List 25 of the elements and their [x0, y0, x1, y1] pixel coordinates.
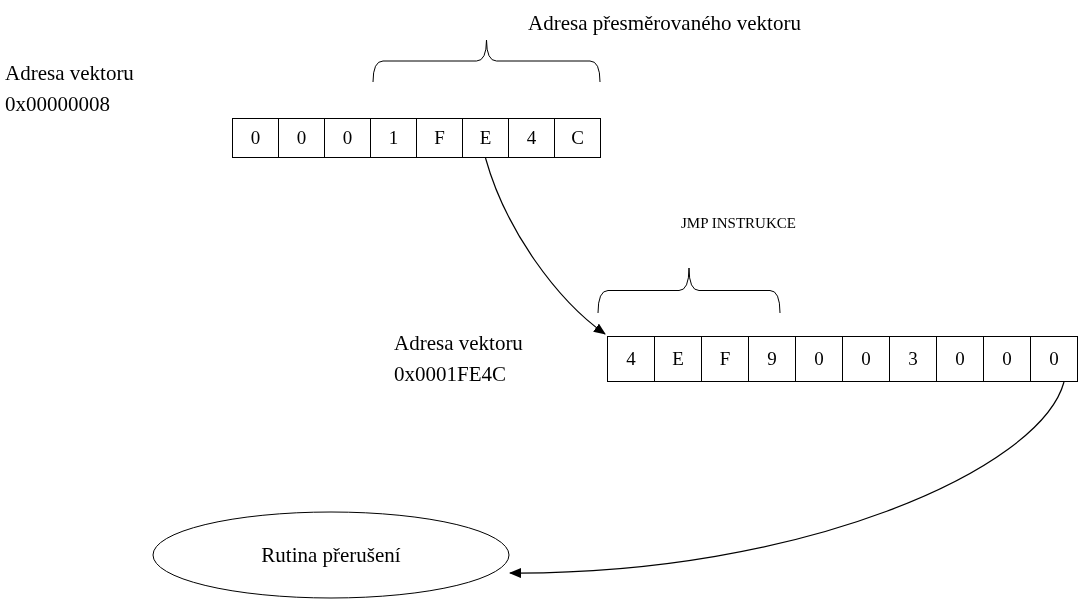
memory-cell: 4 [607, 336, 655, 382]
label-text: JMP INSTRUKCE [681, 214, 797, 233]
memory-cell: E [654, 336, 702, 382]
memory-cell: C [554, 118, 601, 158]
memory-cell: 0 [278, 118, 325, 158]
arrow [509, 381, 1065, 578]
memory-cell: 0 [1030, 336, 1078, 382]
label-text: Adresa přesměrovaného vektoru [528, 10, 802, 37]
routine-ellipse: Rutina přerušení [152, 511, 510, 599]
memory-cell: 0 [232, 118, 279, 158]
label-text: Adresa vektoru 0x00000008 [5, 60, 135, 118]
memory-cell: 0 [983, 336, 1031, 382]
memory-cell: F [416, 118, 463, 158]
memory-cell: 0 [324, 118, 371, 158]
arrow [484, 157, 606, 335]
memory-cell: 9 [748, 336, 796, 382]
memory-cell: 3 [889, 336, 937, 382]
memory-cell: 4 [508, 118, 555, 158]
memory-cell: 0 [795, 336, 843, 382]
memory-cell: 1 [370, 118, 417, 158]
memory-cell: 0 [936, 336, 984, 382]
label-text: Adresa vektoru 0x0001FE4C [394, 330, 524, 388]
memory-cell: F [701, 336, 749, 382]
memory-cell: E [462, 118, 509, 158]
memory-cell: 0 [842, 336, 890, 382]
